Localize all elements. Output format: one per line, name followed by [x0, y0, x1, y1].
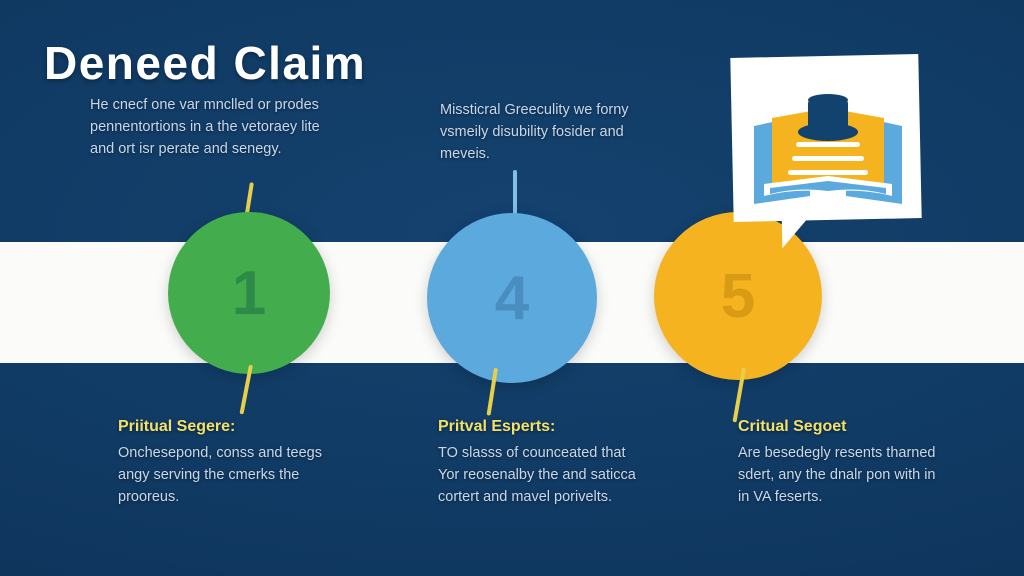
top-paragraph-middle: Missticral Greeculity we forny vsmeily d…	[440, 102, 629, 162]
step-circle-2[interactable]: 4	[427, 213, 597, 383]
bottom-block-1: Priitual Segere: Onchesepond, conss and …	[118, 418, 328, 508]
step-number-3: 5	[720, 261, 756, 331]
bottom-heading-2: Pritval Esperts:	[438, 418, 556, 435]
speech-bubble-tail	[781, 213, 813, 249]
open-book-with-graduation-cap-icon	[748, 92, 908, 212]
bottom-block-3: Critual Segoet Are besedegly resents tha…	[738, 418, 948, 508]
bottom-body-3: Are besedegly resents tharned sdert, any…	[738, 445, 936, 505]
bottom-heading-1: Priitual Segere:	[118, 418, 236, 435]
page-title: Deneed Claim	[44, 37, 367, 89]
bottom-heading-3: Critual Segoet	[738, 418, 847, 435]
step-circle-1[interactable]: 1	[168, 212, 330, 374]
step-circle-3[interactable]: 5	[654, 212, 822, 380]
step-number-1: 1	[231, 258, 267, 328]
bottom-body-1: Onchesepond, conss and teegs angy servin…	[118, 445, 322, 505]
bottom-block-2: Pritval Esperts: TO slasss of counceated…	[438, 418, 648, 508]
bottom-body-2: TO slasss of counceated that Yor reosena…	[438, 445, 636, 505]
step-number-2: 4	[494, 263, 530, 333]
top-paragraph-left: He cnecf one var mnclled or prodes penne…	[90, 97, 320, 157]
connector-stick-top-step2	[513, 170, 517, 232]
